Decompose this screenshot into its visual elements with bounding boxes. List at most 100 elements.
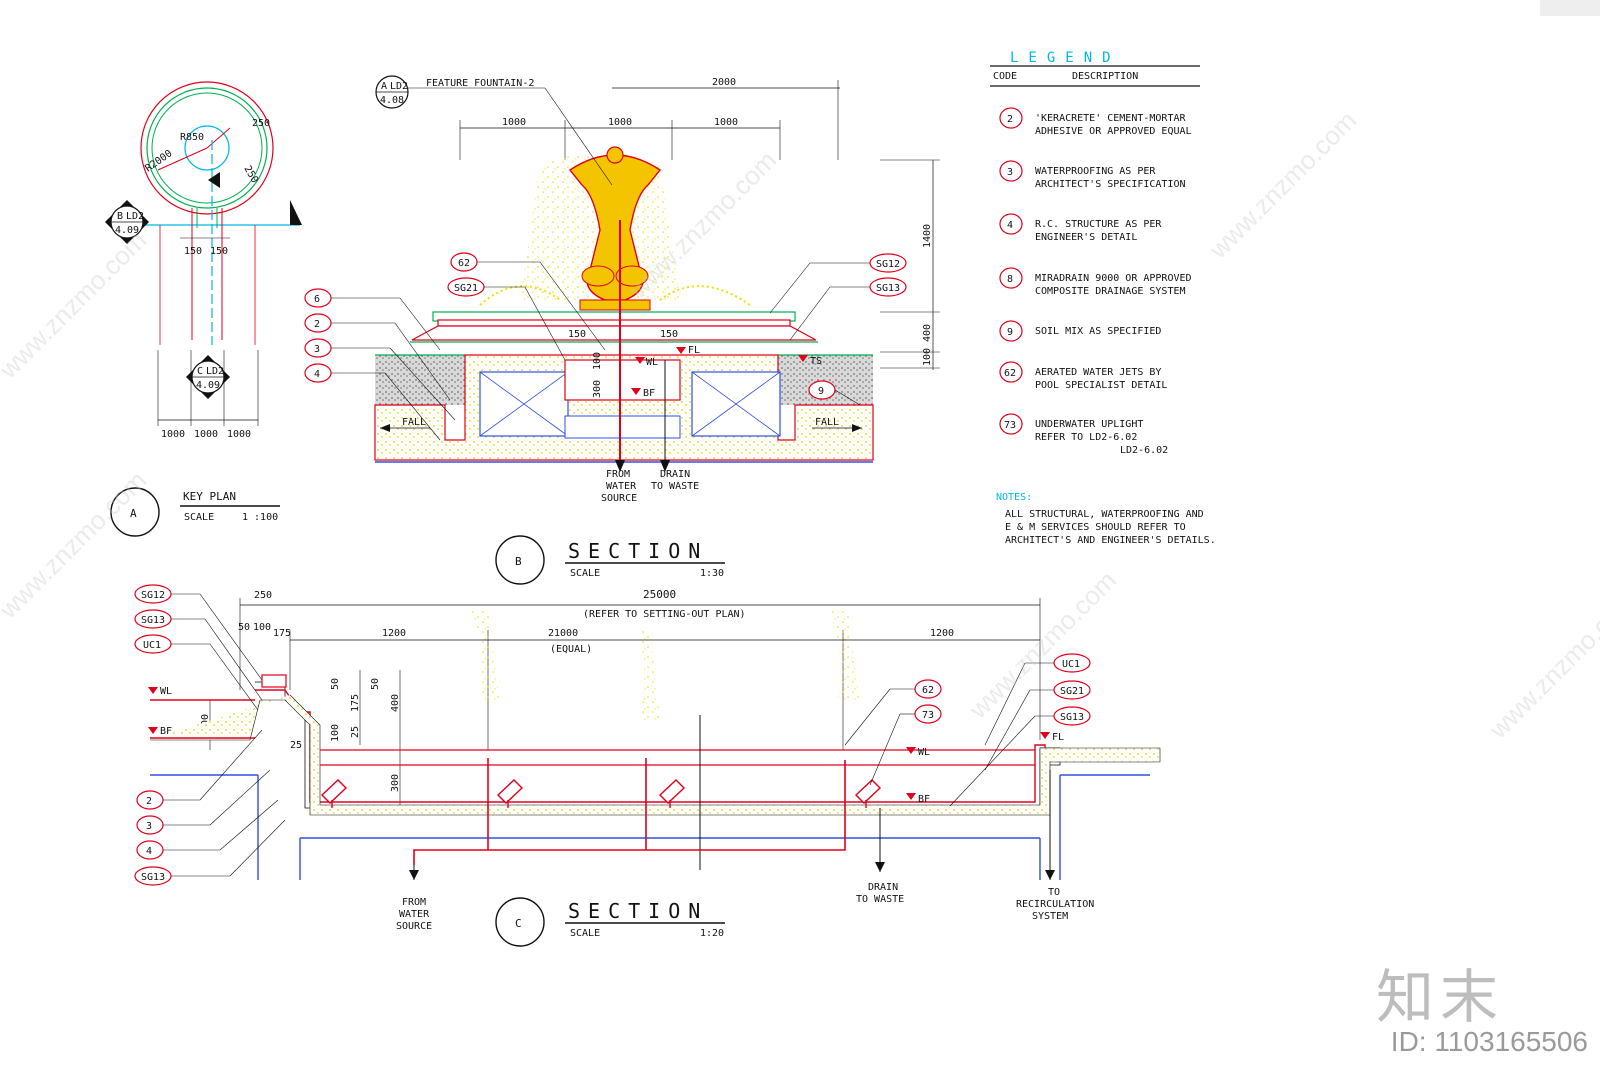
legend-title: LEGEND: [1010, 50, 1121, 66]
secc-tag-2: 2: [146, 796, 152, 807]
secc-tag-73: 73: [922, 710, 934, 721]
secc-v-100: 100: [330, 724, 341, 742]
legend-desc-2: COMPOSITE DRAINAGE SYSTEM: [1035, 286, 1186, 297]
secc-v-25b: 25: [290, 740, 302, 751]
secc-from-2: WATER: [399, 909, 430, 920]
section-b: 2000 1000 1000 1000 1400 400 100: [304, 75, 940, 585]
secb-scale-label: SCALE: [570, 568, 600, 579]
legend-item: 8 MIRADRAIN 9000 OR APPROVED COMPOSITE D…: [999, 267, 1192, 297]
uplight-icon: [658, 779, 686, 808]
secb-dim-300: 300: [592, 380, 603, 398]
secb-dim-400: 400: [922, 324, 933, 342]
kp-ref-b-letter: B: [117, 211, 123, 222]
secc-right-tags: 62 73 UC1 SG21 SG13: [844, 653, 1091, 807]
kp-scale-label: SCALE: [184, 512, 214, 523]
legend-item: 4 R.C. STRUCTURE AS PER ENGINEER'S DETAI…: [999, 213, 1162, 243]
secb-dim-150-a: 150: [568, 329, 586, 340]
secc-v-175: 175: [350, 694, 361, 712]
legend-desc-1: WATERPROOFING AS PER: [1035, 166, 1156, 177]
secb-from-3: SOURCE: [601, 493, 637, 504]
secc-tag-uc1-right: UC1: [1062, 659, 1080, 670]
secb-dim-100: 100: [922, 348, 933, 366]
kp-radius-inner: R850: [180, 132, 204, 143]
watermark-text: www.znzmo.com: [0, 225, 152, 385]
secb-dim-1000-a: 1000: [502, 117, 526, 128]
secb-other-tags: 62 SG21 SG12 SG13 9: [447, 252, 907, 406]
legend-col-code: CODE: [993, 71, 1017, 82]
kp-dim-1000-a: 1000: [161, 429, 185, 440]
legend-code: 73: [1004, 420, 1016, 431]
kp-title: KEY PLAN: [183, 490, 236, 503]
secc-dim-100: 100: [253, 622, 271, 633]
key-plan: R850 R2000 250 250 150 150 1000 1000 100…: [105, 81, 302, 537]
watermark-text: www.znzmo.com: [962, 565, 1122, 725]
notes-line-1: ALL STRUCTURAL, WATERPROOFING AND: [1005, 509, 1204, 520]
legend-col-desc: DESCRIPTION: [1072, 71, 1138, 82]
uplight-icon: [320, 779, 348, 808]
legend-item: 73 UNDERWATER UPLIGHT REFER TO LD2-6.02 …: [999, 413, 1168, 456]
notes-title: NOTES:: [996, 492, 1032, 503]
kp-scale: 1 :100: [242, 512, 278, 523]
secc-level-bf-left: BF: [160, 726, 172, 737]
notes-line-3: ARCHITECT'S AND ENGINEER'S DETAILS.: [1005, 535, 1216, 546]
secb-tag-9: 9: [818, 386, 824, 397]
legend-item: 62 AERATED WATER JETS BY POOL SPECIALIST…: [999, 361, 1167, 391]
secb-level-bf: BF: [643, 388, 655, 399]
secb-dim-1000-c: 1000: [714, 117, 738, 128]
secc-dim-250: 250: [254, 590, 272, 601]
legend-code: 62: [1004, 368, 1016, 379]
secc-tag-sg21: SG21: [1060, 686, 1084, 697]
brand-logo: 知末: [1375, 963, 1504, 1031]
uplight-icon: [854, 779, 882, 808]
legend-desc-1: AERATED WATER JETS BY: [1035, 367, 1161, 378]
secc-level-wl-left: WL: [160, 686, 172, 697]
legend-item: 9 SOIL MIX AS SPECIFIED: [999, 320, 1161, 342]
secb-level-ts: TS: [810, 356, 822, 367]
secc-recirc-1: TO: [1048, 887, 1060, 898]
secc-dim-1200-a: 1200: [382, 628, 406, 639]
secc-v-50a: 50: [330, 678, 341, 690]
secb-dim-150-b: 150: [660, 329, 678, 340]
secb-tag-4: 4: [314, 369, 320, 380]
legend-desc-3: LD2-6.02: [1120, 445, 1168, 456]
legend-desc-2: ENGINEER'S DETAIL: [1035, 232, 1137, 243]
legend-desc-1: 'KERACRETE' CEMENT-MORTAR: [1035, 113, 1186, 124]
kp-ref-c-num: 4.09: [196, 380, 220, 391]
secc-level-wl-right: WL: [918, 747, 930, 758]
secb-tag-6: 6: [314, 294, 320, 305]
secc-tag-3: 3: [146, 821, 152, 832]
secb-dim-2000: 2000: [712, 77, 736, 88]
secb-level-fl: FL: [688, 345, 700, 356]
kp-ref-bubble-c: C LD2 4.09: [186, 355, 230, 399]
secb-level-wl: WL: [646, 357, 658, 368]
secc-title: SECTION: [568, 899, 708, 923]
secc-refer: (REFER TO SETTING-OUT PLAN): [583, 609, 746, 620]
kp-dim-250: 250: [252, 118, 270, 129]
kp-dim-1000-c: 1000: [227, 429, 251, 440]
secc-equal: (EQUAL): [550, 644, 592, 655]
watermark-text: www.znzmo.com: [0, 465, 152, 625]
legend-desc-1: UNDERWATER UPLIGHT: [1035, 419, 1143, 430]
corner-tab: [1540, 0, 1600, 16]
secc-tag-sg13a: SG13: [141, 615, 165, 626]
secb-title: SECTION: [568, 539, 708, 563]
secc-from-1: FROM: [402, 897, 426, 908]
secb-tag-sg21: SG21: [454, 283, 478, 294]
secb-tag-62: 62: [458, 258, 470, 269]
secc-dim-175: 175: [273, 628, 291, 639]
legend-desc-1: R.C. STRUCTURE AS PER: [1035, 219, 1162, 230]
secc-tag-62: 62: [922, 685, 934, 696]
secb-ref-sheet: LD2: [390, 81, 408, 92]
secb-title-block: B SECTION SCALE 1:30: [495, 535, 725, 585]
secb-from-2: WATER: [606, 481, 637, 492]
secb-drain-1: DRAIN: [660, 469, 690, 480]
secc-tag-4: 4: [146, 846, 152, 857]
secc-tag-sg13-right: SG13: [1060, 712, 1084, 723]
secb-drain-2: TO WASTE: [651, 481, 699, 492]
kp-radius-outer: R2000: [143, 148, 174, 174]
secb-fall-left: FALL: [402, 417, 426, 428]
secb-tag: B: [515, 555, 522, 568]
secc-level-bf-right: BF: [918, 794, 930, 805]
notes-line-2: E & M SERVICES SHOULD REFER TO: [1005, 522, 1186, 533]
